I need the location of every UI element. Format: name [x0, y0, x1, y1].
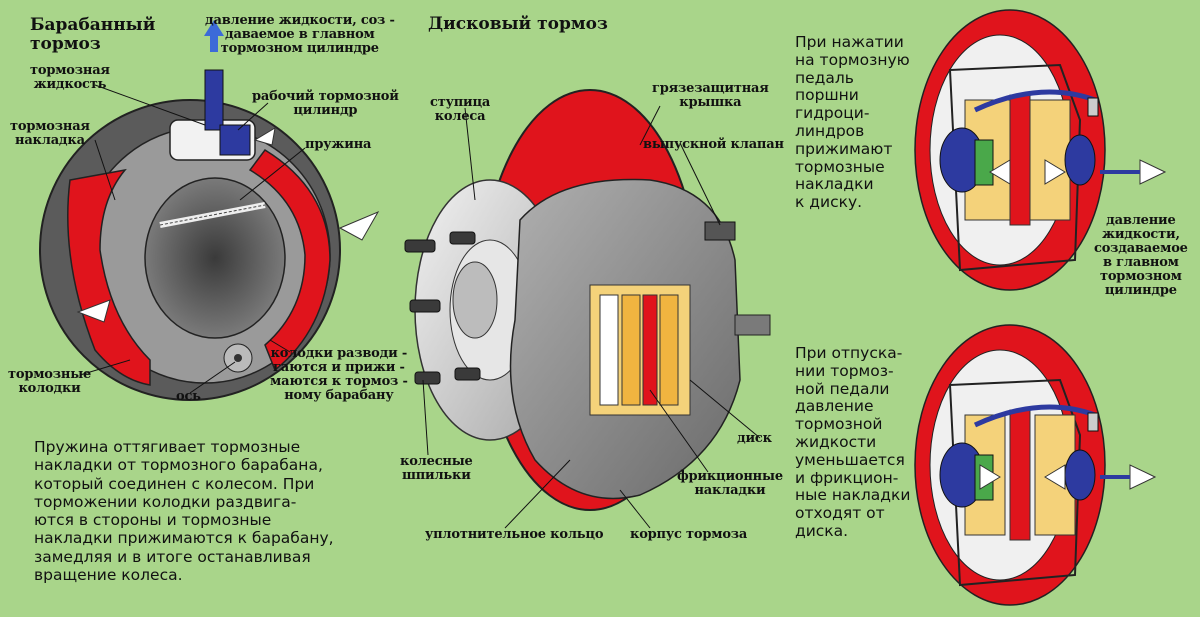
- brake-fluid-label: тормозная жидкость: [30, 63, 110, 92]
- studs-label: колесные шпильки: [400, 454, 473, 483]
- released-description: При отпуска- нии тормоз- ной педали давл…: [795, 344, 911, 540]
- pressure-arrow-icon: [204, 20, 224, 36]
- pads-label: фрикционные накладки: [677, 469, 783, 498]
- shoe-spread-arrow-icon: [338, 210, 380, 241]
- leader-lines: [79, 84, 761, 529]
- fluid-pressure-label: давление жидкости, соз - даваемое в глав…: [205, 13, 395, 56]
- drum-brake: [39, 20, 380, 401]
- caliper-released-diagram: [914, 324, 1157, 606]
- dust-cover-label: грязезащитная крышка: [652, 81, 769, 110]
- shoes-label: тормозные колодки: [8, 367, 92, 396]
- disc-label: диск: [737, 431, 772, 446]
- hub-label: ступица колеса: [430, 95, 491, 124]
- caliper-label: корпус тормоза: [630, 527, 748, 542]
- axle-label: ось: [176, 389, 201, 404]
- caliper-pressed-diagram: [914, 9, 1167, 291]
- drum-brake-description: Пружина оттягивает тормозные накладки от…: [34, 438, 334, 585]
- friction-pads: [589, 284, 691, 416]
- pressure-out-arrow-icon: [1129, 464, 1157, 490]
- bleed-valve-label: выпускной клапан: [643, 137, 784, 152]
- pressed-description: При нажатии на тормозную педаль поршни г…: [795, 33, 910, 212]
- pressure-source-label: давление жидкости, создаваемое в главном…: [1094, 213, 1188, 298]
- bleed-valve: [704, 221, 736, 241]
- disc-brake-title: Дисковый тормоз: [428, 14, 608, 34]
- drum-brake-lining: [67, 168, 151, 386]
- lining-label: тормозная накладка: [10, 119, 90, 148]
- drum-brake-title: Барабанный тормоз: [30, 15, 156, 54]
- pressure-in-arrow-icon: [1139, 159, 1167, 185]
- disc-brake: [404, 89, 771, 511]
- seal-label: уплотнительное кольцо: [425, 527, 604, 542]
- spring-label: пружина: [305, 137, 372, 152]
- fluid-line: [204, 69, 224, 131]
- wheel-cylinder-label: рабочий тормозной цилиндр: [252, 89, 399, 118]
- drum-hub-opening: [144, 177, 286, 339]
- wheel-studs: [404, 231, 481, 385]
- shoes-spread-label: колодки разводи - гаются и прижи - маютс…: [270, 346, 408, 403]
